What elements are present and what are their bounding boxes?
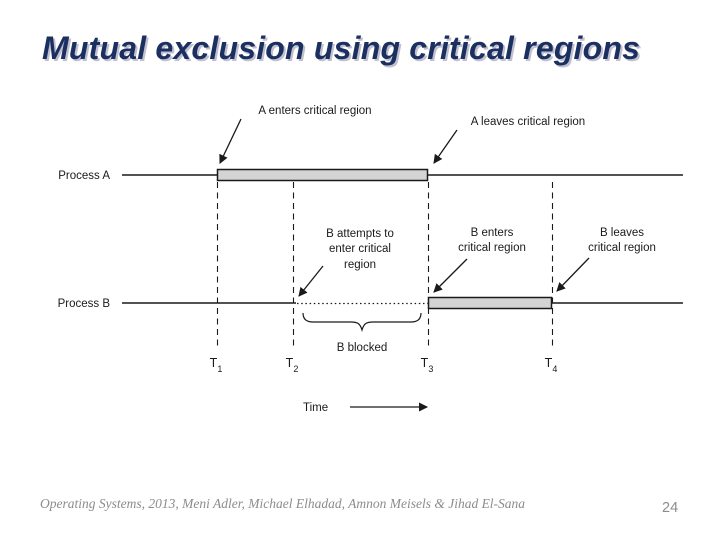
- b-attempts-label-line3: region: [344, 259, 376, 271]
- b-enters-label-line1: B enters: [471, 227, 514, 239]
- a-enters-label: A enters critical region: [258, 105, 371, 117]
- b-enters-arrow: [433, 258, 468, 293]
- process-a-label: Process A: [58, 170, 110, 182]
- time-marker-t3: T3: [421, 356, 434, 374]
- slide-title: Mutual exclusion using critical regions: [42, 30, 641, 66]
- b-leaves-label-line1: B leaves: [600, 227, 644, 239]
- b-blocked-brace: [302, 312, 422, 333]
- time-marker-t2: T2: [286, 356, 299, 374]
- b-leaves-label-line2: critical region: [588, 242, 656, 254]
- time-marker-t4: T4: [545, 356, 558, 374]
- page-number: 24: [662, 500, 679, 516]
- time-axis-label: Time: [303, 402, 328, 414]
- b-attempts-label-line2: enter critical: [329, 243, 391, 255]
- a-leaves-arrow: [433, 129, 458, 164]
- process-a-critical-region-bar: [216, 168, 429, 182]
- footer-credit: Operating Systems, 2013, Meni Adler, Mic…: [40, 496, 526, 511]
- time-marker-t1: T1: [210, 356, 223, 374]
- process-b-label: Process B: [58, 298, 111, 310]
- b-attempts-label-line1: B attempts to: [326, 228, 394, 240]
- b-leaves-arrow: [556, 257, 590, 292]
- a-leaves-label: A leaves critical region: [471, 116, 585, 128]
- b-blocked-label: B blocked: [337, 342, 388, 354]
- b-enters-label-line2: critical region: [458, 242, 526, 254]
- b-attempts-arrow: [298, 265, 324, 297]
- a-enters-arrow: [219, 118, 242, 164]
- process-b-critical-region-bar: [427, 296, 553, 310]
